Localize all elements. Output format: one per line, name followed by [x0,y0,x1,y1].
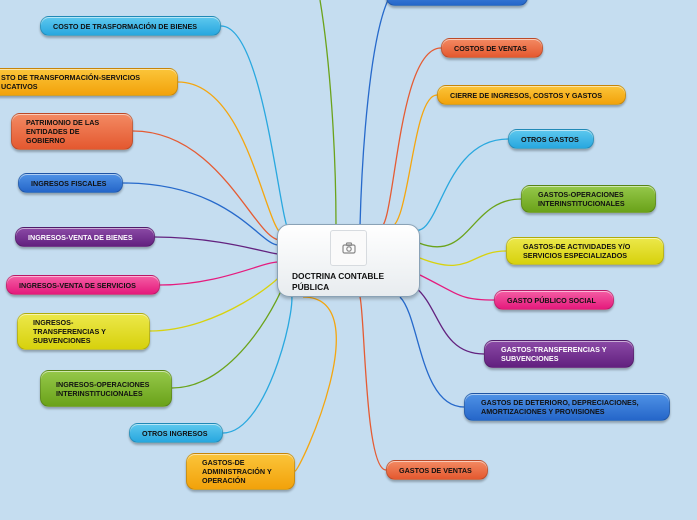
link-costo-transformacion-bienes [220,25,291,233]
node-top-offscreen[interactable] [386,0,528,6]
node-costo-transformacion-servicios[interactable]: STO DE TRANSFORMACIÓN-SERVICIOS UCATIVOS [0,68,178,96]
link-top-green [319,0,337,227]
link-ingresos-venta-bienes [154,236,279,255]
node-cierre-ingresos[interactable]: CIERRE DE INGRESOS, COSTOS Y GASTOS [437,85,626,105]
link-top-blue [359,0,389,227]
camera-glyph [341,242,356,254]
node-gastos-ventas[interactable]: GASTOS DE VENTAS [386,460,488,480]
link-gastos-ventas [359,296,387,471]
link-gastos-deterioro [399,296,465,408]
node-ingresos-fiscales[interactable]: INGRESOS FISCALES [18,173,123,193]
camera-icon[interactable] [330,230,367,266]
node-gastos-actividades[interactable]: GASTOS-DE ACTIVIDADES Y/O SERVICIOS ESPE… [506,237,664,265]
link-ingresos-fiscales [122,182,279,246]
node-gasto-publico-social[interactable]: GASTO PÚBLICO SOCIAL [494,290,614,310]
central-topic-title: DOCTRINA CONTABLE PÚBLICA [292,271,385,292]
node-costo-transformacion-bienes[interactable]: COSTO DE TRASFORMACIÓN DE BIENES [40,16,221,36]
node-costos-ventas[interactable]: COSTOS DE VENTAS [441,38,543,58]
node-gastos-operaciones[interactable]: GASTOS-OPERACIONES INTERINSTITUCIONALES [521,185,656,213]
node-patrimonio-entidades[interactable]: PATRIMONIO DE LAS ENTIDADES DE GOBIERNO [11,113,133,150]
node-otros-ingresos[interactable]: OTROS INGRESOS [129,423,223,443]
node-gastos-administracion[interactable]: GASTOS-DE ADMINISTRACIÓN Y OPERACIÓN [186,453,295,490]
link-otros-gastos [409,138,509,231]
link-cierre-ingresos [384,94,438,229]
node-ingresos-transferencias[interactable]: INGRESOS-TRANSFERENCIAS Y SUBVENCIONES [17,313,150,350]
link-gasto-publico-social [419,274,495,301]
link-gastos-transferencias [414,286,485,355]
node-ingresos-venta-bienes[interactable]: INGRESOS-VENTA DE BIENES [15,227,155,247]
node-ingresos-venta-servicios[interactable]: INGRESOS-VENTA DE SERVICIOS [6,275,160,295]
link-ingresos-transferencias [149,274,281,332]
link-gastos-administracion [294,296,337,472]
link-ingresos-operaciones [171,284,284,389]
node-ingresos-operaciones[interactable]: INGRESOS-OPERACIONES INTERINSTITUCIONALE… [40,370,172,407]
link-otros-ingresos [222,291,293,434]
node-gastos-transferencias[interactable]: GASTOS-TRANSFERENCIAS Y SUBVENCIONES [484,340,634,368]
link-gastos-actividades [419,250,507,267]
link-costos-ventas [377,47,442,229]
link-gastos-operaciones [418,198,522,248]
node-gastos-deterioro[interactable]: GASTOS DE DETERIORO, DEPRECIACIONES, AMO… [464,393,670,421]
central-topic[interactable]: DOCTRINA CONTABLE PÚBLICA [277,224,420,297]
link-ingresos-venta-servicios [159,261,279,286]
node-otros-gastos[interactable]: OTROS GASTOS [508,129,594,149]
link-patrimonio-entidades [132,130,281,241]
